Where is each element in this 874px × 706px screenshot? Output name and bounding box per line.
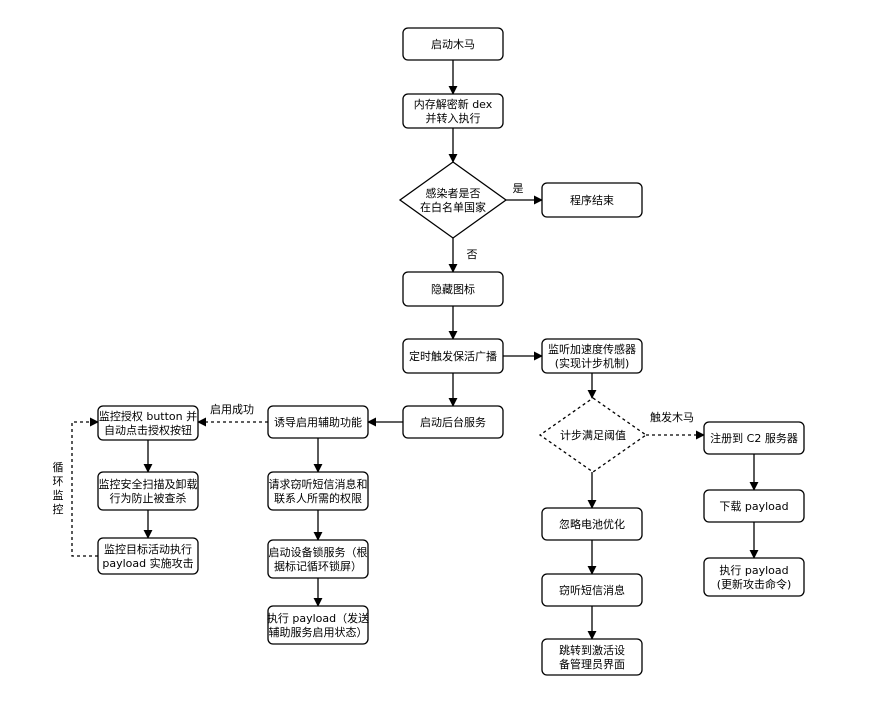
node-label: 在白名单国家 — [420, 200, 486, 214]
node-label: 跳转到激活设 — [559, 643, 625, 657]
edge-label-loop-char: 环 — [53, 475, 64, 488]
node-label: 自动点击授权按钮 — [104, 423, 192, 437]
node-hide-icon: 隐藏图标 — [402, 271, 504, 307]
edge-label-loop-char: 循 — [53, 461, 64, 474]
node-label: 监控目标活动执行 — [104, 542, 192, 556]
node-label: 定时触发保活广播 — [409, 349, 497, 363]
node-start: 启动木马 — [402, 27, 504, 61]
node-keepalive: 定时触发保活广播 — [402, 338, 504, 374]
node-label: 忽略电池优化 — [559, 517, 625, 531]
node-label: 辅助服务启用状态） — [269, 625, 368, 639]
node-label: 启动木马 — [431, 38, 475, 51]
node-label: 启动设备锁服务（根 — [269, 545, 368, 559]
node-label: 诱导启用辅助功能 — [274, 415, 362, 429]
node-step-check: 计步满足阈值 — [538, 397, 648, 473]
node-label: 联系人所需的权限 — [274, 491, 362, 505]
node-label: 请求窃听短信消息和 — [269, 477, 368, 491]
node-label: 感染者是否 — [426, 186, 481, 200]
edge-label-enabled: 启用成功 — [210, 403, 254, 416]
node-label: 程序结束 — [570, 193, 614, 207]
edge-label-trigger: 触发木马 — [650, 410, 694, 424]
node-label: 下载 payload — [719, 500, 788, 513]
node-label: 并转入执行 — [426, 111, 481, 125]
node-accessibility: 诱导启用辅助功能 — [267, 405, 369, 439]
node-register-c2: 注册到 C2 服务器 — [703, 421, 805, 455]
node-label: 监控授权 button 并 — [99, 409, 197, 423]
node-label: 监听加速度传感器 — [548, 342, 636, 356]
node-label: 隐藏图标 — [431, 282, 475, 296]
node-download: 下载 payload — [703, 489, 805, 523]
node-label: 行为防止被查杀 — [110, 491, 187, 505]
node-bg-service: 启动后台服务 — [402, 405, 504, 439]
node-label: 注册到 C2 服务器 — [710, 431, 798, 445]
node-label: (更新攻击命令) — [717, 577, 792, 591]
node-label: 备管理员界面 — [559, 657, 625, 671]
edge-loop-monitor — [71, 417, 99, 557]
node-steal-sms: 窃听短信消息 — [541, 573, 643, 607]
node-label: payload 实施攻击 — [102, 556, 193, 570]
node-label: 启动后台服务 — [420, 415, 486, 429]
node-label: 据标记循环锁屏） — [274, 559, 362, 573]
node-end: 程序结束 — [541, 182, 643, 218]
node-label: 监控安全扫描及卸载 — [99, 477, 198, 491]
edge-label-yes: 是 — [513, 182, 524, 195]
edge-label-no: 否 — [467, 248, 478, 261]
node-label: 执行 payload（发送 — [267, 611, 369, 625]
edge-label-loop-char: 控 — [53, 502, 64, 516]
node-label: 执行 payload — [719, 563, 788, 577]
node-label: 窃听短信消息 — [559, 583, 625, 597]
node-accel: 监听加速度传感器(实现计步机制) — [541, 338, 643, 374]
edge-label-loop-char: 监 — [53, 489, 64, 502]
node-label: 内存解密新 dex — [414, 97, 493, 111]
node-label: 计步满足阈值 — [560, 428, 626, 442]
node-label: (实现计步机制) — [555, 356, 630, 370]
node-ignore-battery: 忽略电池优化 — [541, 507, 643, 541]
node-exec-update: 执行 payload(更新攻击命令) — [703, 557, 805, 597]
